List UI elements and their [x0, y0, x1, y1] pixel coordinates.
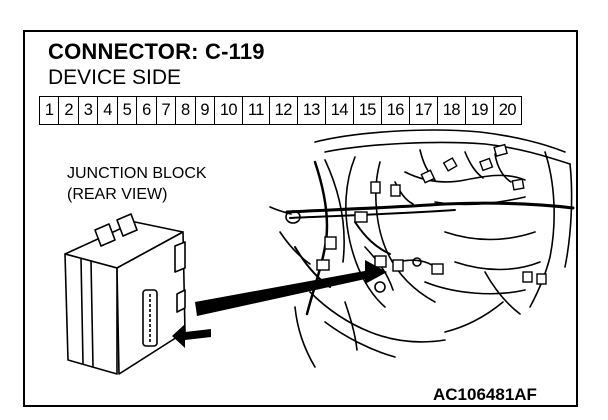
pin-7: 7 — [157, 97, 177, 124]
harness-connectors — [316, 143, 547, 285]
pin-15: 15 — [354, 97, 382, 124]
connector-title: CONNECTOR: C-119 — [48, 39, 265, 64]
pin-6: 6 — [137, 97, 157, 124]
pointer-arrow-shaft — [195, 270, 370, 316]
pin-5: 5 — [118, 97, 138, 124]
pin-13: 13 — [298, 97, 326, 124]
pin-19: 19 — [466, 97, 494, 124]
pin-10: 10 — [215, 97, 243, 124]
pin-8: 8 — [176, 97, 196, 124]
junction-block-label: JUNCTION BLOCK (REAR VIEW) — [67, 163, 207, 205]
pin-2: 2 — [59, 97, 79, 124]
illustration — [64, 129, 575, 375]
diagram-frame: CONNECTOR: C-119 DEVICE SIDE 1 2 3 4 5 6… — [23, 30, 578, 407]
pin-17: 17 — [410, 97, 438, 124]
connector-subtitle: DEVICE SIDE — [48, 66, 182, 89]
junction-block-label-line2: (REAR VIEW) — [67, 186, 168, 203]
pin-20: 20 — [498, 101, 517, 119]
pin-16: 16 — [382, 97, 410, 124]
pin-1: 1 — [40, 97, 60, 124]
pointer-arrow-head — [365, 260, 387, 284]
pin-12: 12 — [270, 97, 298, 124]
socket-arrow — [172, 324, 211, 348]
figure-code: AC106481AF — [433, 385, 537, 404]
pin-11: 11 — [243, 97, 270, 124]
junction-block-label-line1: JUNCTION BLOCK — [67, 165, 207, 182]
pin-18: 18 — [438, 97, 466, 124]
pin-9: 9 — [196, 97, 215, 124]
pin-3: 3 — [79, 97, 99, 124]
dashboard-wiring-illustration — [269, 129, 575, 368]
junction-block-drawing — [64, 213, 186, 375]
connector-pin-row: 1 2 3 4 5 6 7 8 9 10 11 12 13 14 15 16 1… — [39, 96, 522, 125]
pin-4: 4 — [98, 97, 118, 124]
pin-14: 14 — [326, 97, 354, 124]
